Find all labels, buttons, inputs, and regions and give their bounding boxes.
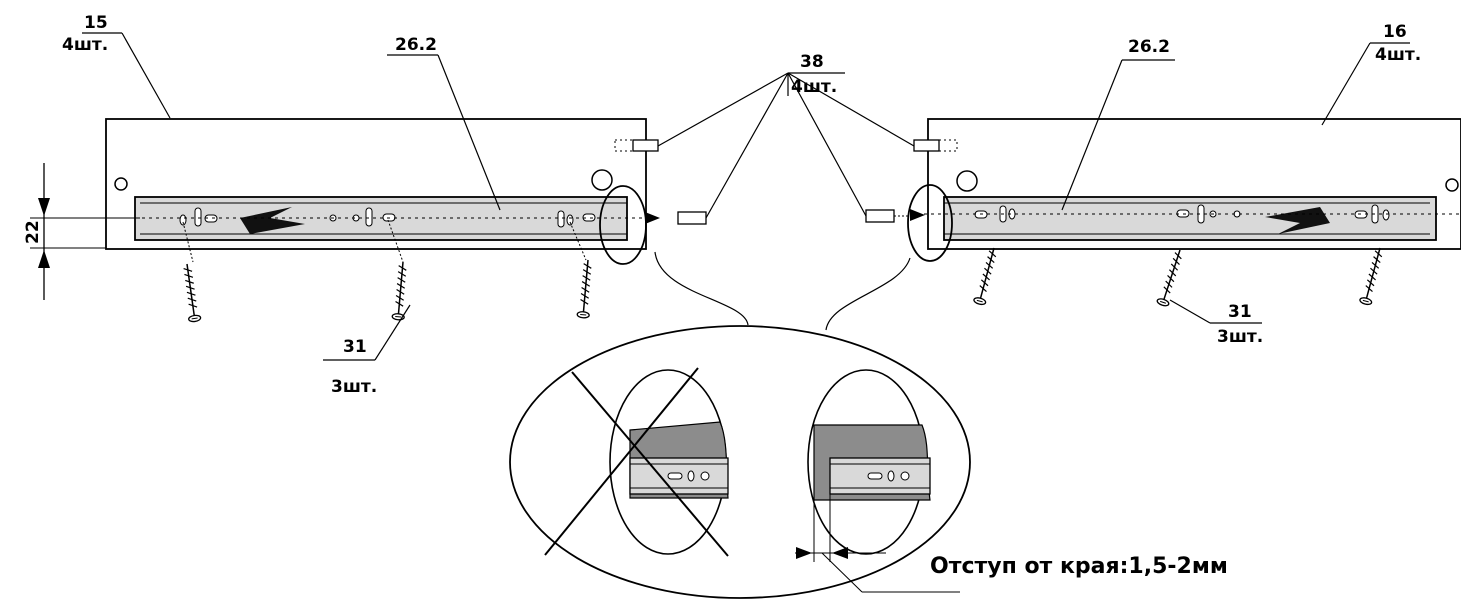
right-panel-hole-2 [1445, 178, 1459, 192]
label-slide-left: 26.2 [395, 35, 437, 55]
cross-out-line-2 [571, 371, 729, 557]
cross-out-line-1 [544, 367, 699, 556]
right-rail-arrow-icon [1265, 207, 1330, 234]
label-screw-left-qty: 3шт. [331, 377, 377, 397]
right-screw-3 [1358, 245, 1387, 307]
left-rail-arrow-icon [240, 207, 305, 234]
right-panel-hole-1 [956, 170, 978, 192]
right-slide-rail [943, 196, 1437, 241]
right-drawer-side [907, 118, 1461, 308]
label-part-16: 16 [1383, 22, 1407, 42]
detail-view [509, 325, 971, 599]
right-screw-1 [972, 245, 1001, 307]
left-drawer-side [30, 118, 660, 324]
label-screw-right-qty: 3шт. [1217, 327, 1263, 347]
label-qty-38: 4шт. [791, 77, 837, 97]
right-screw-2 [1155, 247, 1187, 308]
correct-mounting [795, 369, 960, 593]
label-screw-left: 31 [343, 337, 367, 357]
left-panel-hole-2 [591, 169, 613, 191]
label-dimension-22: 22 [23, 220, 43, 244]
label-offset-note: Отступ от края:1,5-2мм [930, 554, 1228, 579]
left-dimension-22 [30, 163, 140, 300]
left-screw-3 [576, 258, 595, 320]
label-qty-16: 4шт. [1375, 45, 1421, 65]
label-screw-right: 31 [1228, 302, 1252, 322]
leader-lines [82, 32, 1410, 361]
left-panel-hole-1 [114, 177, 128, 191]
detail-ellipse [509, 325, 971, 599]
part-38-blocks [614, 139, 958, 225]
left-detail-marker [599, 185, 647, 265]
label-part-38: 38 [800, 52, 824, 72]
wrong-mounting [544, 367, 729, 557]
right-detail-marker [907, 184, 953, 262]
label-slide-right: 26.2 [1128, 37, 1170, 57]
label-part-15: 15 [84, 13, 108, 33]
label-qty-15: 4шт. [62, 35, 108, 55]
left-screw-1 [180, 262, 202, 324]
